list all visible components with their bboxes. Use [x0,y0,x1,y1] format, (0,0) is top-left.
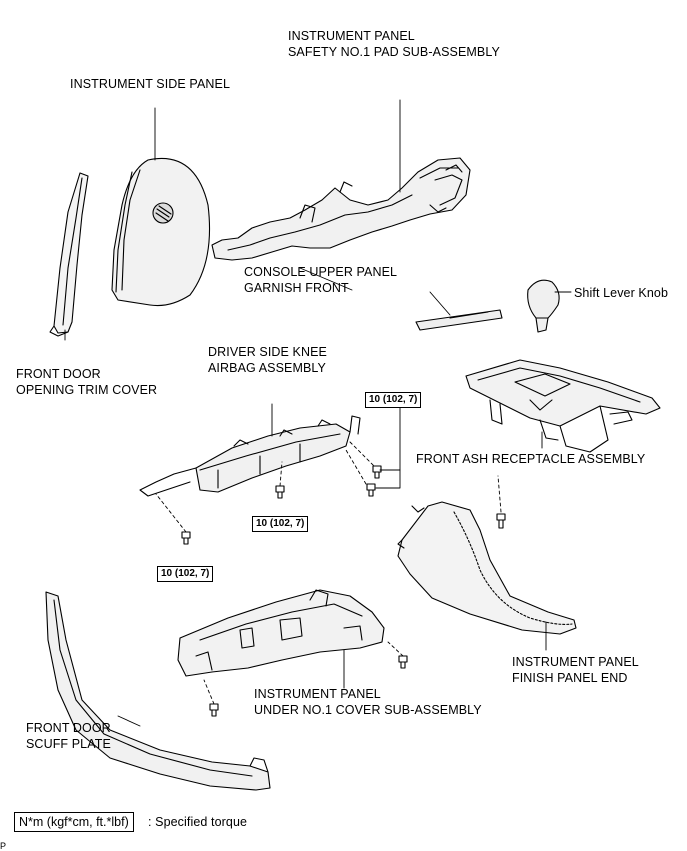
label-front-door-opening-trim: FRONT DOOR OPENING TRIM COVER [16,366,157,398]
label-line: DRIVER SIDE KNEE [208,345,327,359]
torque-spec-left: 10 (102, 7) [157,566,214,582]
label-line: CONSOLE UPPER PANEL [244,265,398,279]
instrument-side-panel-part [111,158,211,307]
instrument-panel-safety-pad-part [211,157,471,261]
label-shift-lever-knob: Shift Lever Knob [574,286,669,300]
bolts [181,465,506,717]
label-line: INSTRUMENT PANEL [288,29,415,43]
corner-mark: P [0,841,6,851]
leader-lines [64,99,572,727]
front-door-opening-trim-cover-part [49,172,89,337]
under-cover-part [177,589,385,677]
label-line: AIRBAG ASSEMBLY [208,361,326,375]
label-line: OPENING TRIM COVER [16,383,158,397]
label-instrument-side-panel: INSTRUMENT SIDE PANEL [70,77,230,91]
label-line: FINISH PANEL END [512,671,628,685]
torque-spec-center: 10 (102, 7) [252,516,309,532]
label-line: INSTRUMENT PANEL [512,655,639,669]
label-line: FRONT DOOR [26,721,111,735]
label-front-ash-receptacle: FRONT ASH RECEPTACLE ASSEMBLY [416,452,646,466]
label-front-door-scuff-plate: FRONT DOOR SCUFF PLATE [26,720,111,752]
dashed-bolt-lines [155,441,502,705]
label-line: GARNISH FRONT [244,281,349,295]
shift-lever-knob-part [527,279,560,333]
front-door-scuff-plate-part [45,591,271,791]
label-line: UNDER NO.1 COVER SUB-ASSEMBLY [254,703,482,717]
label-line: INSTRUMENT PANEL [254,687,381,701]
label-console-upper-panel: CONSOLE UPPER PANEL GARNISH FRONT [244,264,397,296]
label-finish-panel-end: INSTRUMENT PANEL FINISH PANEL END [512,654,639,686]
label-instrument-panel-pad: INSTRUMENT PANEL SAFETY NO.1 PAD SUB-ASS… [288,28,500,60]
label-line: SCUFF PLATE [26,737,111,751]
legend-description: : Specified torque [148,815,248,829]
label-under-cover: INSTRUMENT PANEL UNDER NO.1 COVER SUB-AS… [254,686,482,718]
label-line: FRONT DOOR [16,367,101,381]
legend-torque-box: N*m (kgf*cm, ft.*lbf) [14,812,134,832]
console-upper-panel-garnish-part [415,309,503,331]
finish-panel-end-part [397,501,577,635]
label-line: SAFETY NO.1 PAD SUB-ASSEMBLY [288,45,500,59]
driver-side-knee-airbag-part [139,415,361,497]
torque-spec-right: 10 (102, 7) [365,392,422,408]
label-knee-airbag: DRIVER SIDE KNEE AIRBAG ASSEMBLY [208,344,327,376]
front-ash-receptacle-part [465,359,661,453]
